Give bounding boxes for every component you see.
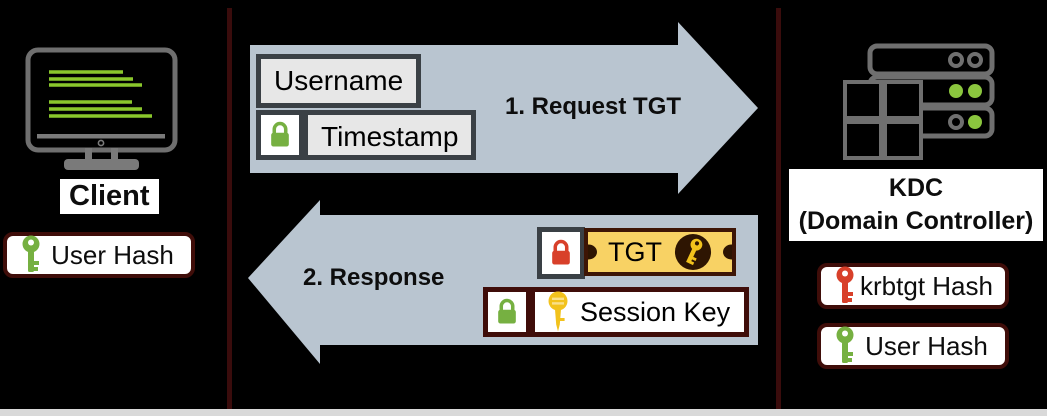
request-arrow [250, 22, 758, 194]
client-label: Client [60, 179, 159, 214]
lock-icon [256, 110, 304, 160]
key-icon [20, 235, 42, 275]
kdc-title-line1: KDC [888, 174, 944, 202]
client-user-hash-badge: User Hash [3, 232, 195, 278]
session-key-row: Session Key [483, 287, 750, 337]
session-key-icon [545, 291, 571, 333]
tgt-row: TGT [537, 227, 736, 279]
session-key-label: Session Key [580, 296, 731, 327]
kdc-label: KDC (Domain Controller) [789, 169, 1043, 241]
tgt-label: TGT [608, 236, 662, 267]
ticket-notch-left [588, 244, 597, 260]
key-icon [834, 266, 856, 306]
badge-label: User Hash [51, 239, 174, 270]
timestamp-box: Timestamp [303, 110, 477, 160]
ticket-notch-right [723, 244, 732, 260]
kdc-server-icon [843, 43, 995, 160]
krbtgt-hash-badge: krbtgt Hash [817, 263, 1009, 309]
badge-label: krbtgt Hash [860, 270, 993, 301]
session-lock-icon [483, 287, 531, 337]
badge-label: User Hash [865, 330, 988, 361]
response-step-label: 2. Response [303, 264, 445, 291]
session-key-box: Session Key [530, 287, 750, 337]
request-step-label: 1. Request TGT [505, 93, 682, 120]
username-box: Username [256, 54, 422, 108]
divider-left [227, 8, 232, 409]
timestamp-row: Timestamp [256, 110, 477, 160]
kdc-user-hash-badge: User Hash [817, 323, 1009, 369]
key-icon [834, 326, 856, 366]
kdc-title-line2: (Domain Controller) [798, 207, 1034, 235]
bottom-strip [0, 409, 1047, 416]
client-monitor-icon [25, 47, 178, 170]
tgt-lock-icon [537, 227, 585, 279]
tgt-ticket: TGT [584, 228, 736, 276]
divider-right [776, 8, 781, 409]
tgt-key-icon [674, 233, 712, 271]
